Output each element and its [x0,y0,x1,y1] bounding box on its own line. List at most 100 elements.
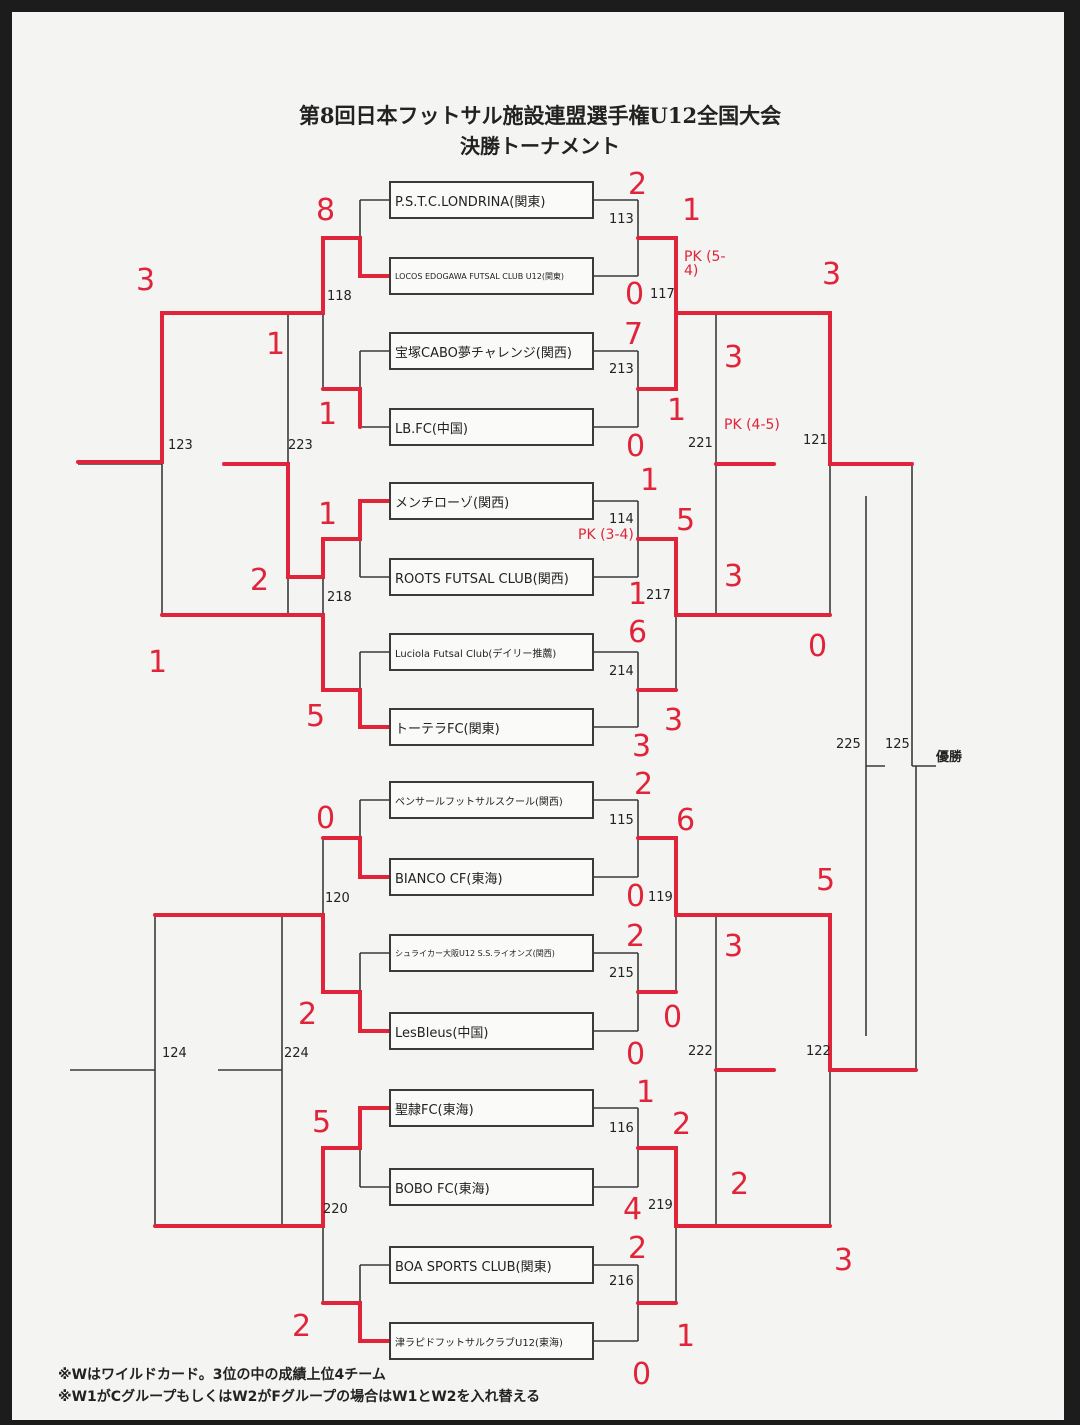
team-slot-14: BOBO FC(東海) [389,1168,594,1206]
handwritten-score: 2 [634,767,654,802]
team-slot-13: 聖隷FC(東海) [389,1089,594,1127]
team-slot-15: BOA SPORTS CLUB(関東) [389,1246,594,1284]
handwritten-score: 1 [676,1319,696,1354]
handwritten-score: 3 [724,929,744,964]
match-number: 120 [325,891,350,906]
match-number: 218 [327,590,352,605]
handwritten-score: 1 [148,645,168,680]
team-slot-4: LB.FC(中国) [389,408,594,446]
match-number: 215 [609,966,634,981]
handwritten-score: 0 [632,1357,652,1392]
handwritten-score: 0 [625,277,645,312]
handwritten-score: 1 [667,393,687,428]
match-number: 123 [168,438,193,453]
team-name: シュライカー大阪U12 S.S.ライオンズ(関西) [395,948,555,958]
match-number: 117 [650,287,675,302]
team-name: トーテラFC(関東) [395,721,500,737]
handwritten-score: 2 [626,919,646,954]
team-name: 宝塚CABO夢チャレンジ(関西) [395,345,572,361]
handwritten-score: 5 [676,503,696,538]
handwritten-score: 5 [816,863,836,898]
match-number: 216 [609,1274,634,1289]
handwritten-score: 0 [626,1037,646,1072]
match-number: 118 [327,289,352,304]
handwritten-score: 5 [306,699,326,734]
handwritten-note: PK (4-5) [724,417,780,433]
handwritten-note: PK (3-4) [578,527,634,543]
handwritten-score: 2 [672,1107,692,1142]
page-subtitle: 決勝トーナメント [460,134,620,158]
handwritten-score: 1 [266,327,286,362]
handwritten-score: 5 [312,1105,332,1140]
handwritten-score: 1 [628,577,648,612]
match-number: 213 [609,362,634,377]
team-slot-11: シュライカー大阪U12 S.S.ライオンズ(関西) [389,934,594,972]
team-name: BIANCO CF(東海) [395,871,503,887]
team-slot-9: ペンサールフットサルスクール(関西) [389,781,594,819]
team-name: Luciola Futsal Club(デイリー推薦) [395,648,557,660]
handwritten-score: 2 [298,997,318,1032]
handwritten-score: 1 [318,397,338,432]
handwritten-score: 1 [318,497,338,532]
team-slot-3: 宝塚CABO夢チャレンジ(関西) [389,332,594,370]
handwritten-score: 3 [664,703,684,738]
footnote: ※Wはワイルドカード。3位の中の成績上位4チーム [58,1367,386,1383]
handwritten-score: 3 [724,559,744,594]
team-slot-8: トーテラFC(関東) [389,708,594,746]
team-slot-10: BIANCO CF(東海) [389,858,594,896]
match-number: 224 [284,1046,309,1061]
handwritten-score: 2 [628,1231,648,1266]
match-number: 113 [609,212,634,227]
team-name: ROOTS FUTSAL CLUB(関西) [395,571,569,587]
match-number: 225 [836,737,861,752]
handwritten-score: 8 [316,193,336,228]
match-number: 114 [609,512,634,527]
team-name: BOA SPORTS CLUB(関東) [395,1259,552,1275]
match-number: 214 [609,664,634,679]
handwritten-score: 3 [822,257,842,292]
handwritten-score: 0 [663,1000,683,1035]
match-number: 220 [323,1202,348,1217]
handwritten-score: 0 [626,429,646,464]
handwritten-score: 2 [292,1309,312,1344]
match-number: 124 [162,1046,187,1061]
handwritten-score: 6 [628,615,648,650]
handwritten-score: 3 [136,263,156,298]
handwritten-score: 7 [624,317,644,352]
handwritten-score: 0 [808,629,828,664]
handwritten-note: PK (5-4) [684,249,726,279]
team-slot-6: ROOTS FUTSAL CLUB(関西) [389,558,594,596]
match-number: 116 [609,1121,634,1136]
match-number: 222 [688,1044,713,1059]
team-name: LesBleus(中国) [395,1025,489,1041]
team-name: ペンサールフットサルスクール(関西) [395,796,563,808]
match-number: 223 [288,438,313,453]
handwritten-score: 3 [724,340,744,375]
match-number: 119 [648,890,673,905]
match-number: 219 [648,1198,673,1213]
team-name: P.S.T.C.LONDRINA(関東) [395,194,546,210]
handwritten-score: 2 [628,167,648,202]
handwritten-score: 1 [636,1075,656,1110]
handwritten-score: 4 [623,1192,643,1227]
team-slot-16: 津ラピドフットサルクラブU12(東海) [389,1322,594,1360]
handwritten-score: 1 [682,193,702,228]
handwritten-score: 0 [626,879,646,914]
team-slot-5: メンチローゾ(関西) [389,482,594,520]
handwritten-score: 1 [640,463,660,498]
match-number: 115 [609,813,634,828]
page-title: 第8回日本フットサル施設連盟選手権U12全国大会 [298,103,782,128]
handwritten-score: 6 [676,803,696,838]
team-slot-7: Luciola Futsal Club(デイリー推薦) [389,633,594,671]
team-name: 聖隷FC(東海) [395,1102,474,1118]
handwritten-score: 3 [834,1243,854,1278]
team-name: 津ラピドフットサルクラブU12(東海) [395,1337,563,1349]
team-name: メンチローゾ(関西) [395,495,510,511]
team-slot-12: LesBleus(中国) [389,1012,594,1050]
match-number: 121 [803,433,828,448]
bracket-lines-marker [76,236,918,1343]
handwritten-score: 3 [632,729,652,764]
team-name: LB.FC(中国) [395,421,468,437]
handwritten-score: 0 [316,801,336,836]
